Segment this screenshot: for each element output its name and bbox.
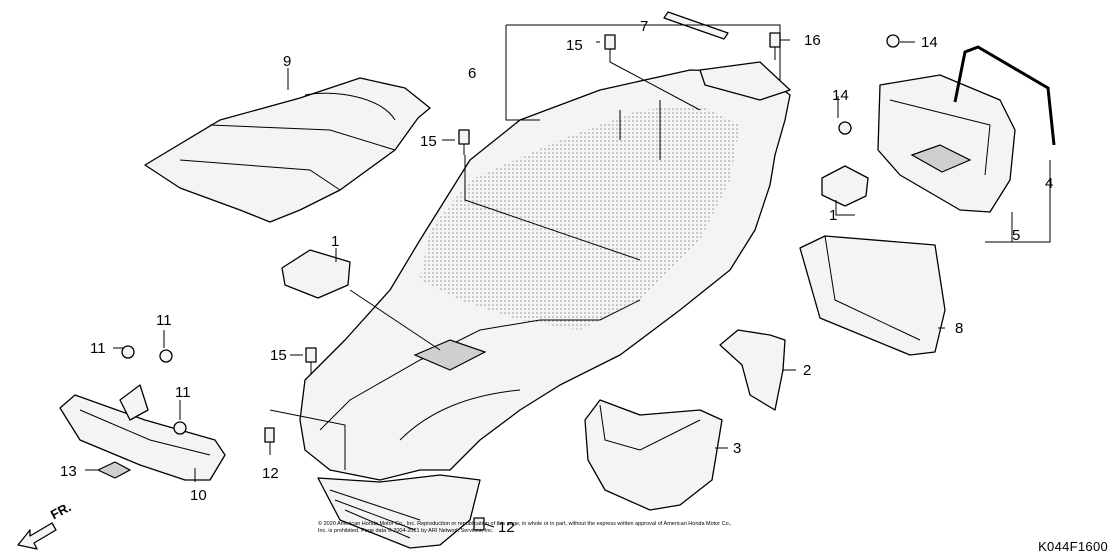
callout-numbers: 9 6 7 15 16 15 1 15 14 14 4 1 5 8 2 3 11… bbox=[60, 18, 1053, 536]
callout-11c: 11 bbox=[175, 384, 191, 401]
part-4-handle[interactable] bbox=[953, 45, 1056, 146]
leader-lines bbox=[85, 24, 1051, 528]
callout-14b: 14 bbox=[832, 87, 849, 104]
callout-6: 6 bbox=[468, 65, 476, 82]
callout-1b: 1 bbox=[829, 207, 837, 224]
part-5-rear-box[interactable] bbox=[877, 74, 1016, 213]
callout-12a: 12 bbox=[262, 465, 279, 482]
bolt-16[interactable] bbox=[769, 32, 781, 60]
callout-13: 13 bbox=[60, 463, 77, 480]
callout-2: 2 bbox=[803, 362, 811, 379]
screw-11-a[interactable] bbox=[121, 345, 135, 359]
callout-8: 8 bbox=[955, 320, 963, 337]
part-6-luggage-box[interactable] bbox=[299, 61, 791, 549]
callout-7: 7 bbox=[640, 18, 648, 35]
bolt-15-c[interactable] bbox=[305, 347, 317, 375]
clip-14-b[interactable] bbox=[838, 121, 852, 135]
callout-10: 10 bbox=[190, 487, 207, 504]
front-direction-arrow-icon bbox=[17, 522, 57, 550]
part-1-lid-center[interactable] bbox=[281, 249, 351, 299]
callout-11b: 11 bbox=[156, 312, 172, 329]
screw-11-c[interactable] bbox=[173, 421, 187, 435]
part-8-tray[interactable] bbox=[799, 235, 946, 356]
callout-12b: 12 bbox=[498, 519, 515, 536]
callout-9: 9 bbox=[283, 53, 291, 70]
part-3-lower-cover[interactable] bbox=[584, 399, 723, 511]
clip-14-a[interactable] bbox=[886, 34, 900, 48]
callout-5: 5 bbox=[1012, 227, 1020, 244]
part-2-bracket[interactable] bbox=[719, 329, 786, 411]
part-13-grommet[interactable] bbox=[96, 461, 132, 479]
copyright-notice: © 2020 American Honda Motor Co., Inc. Re… bbox=[318, 521, 732, 534]
callout-11a: 11 bbox=[90, 340, 106, 357]
callout-4: 4 bbox=[1045, 175, 1053, 192]
bolt-15-b[interactable] bbox=[458, 129, 470, 155]
callout-15a: 15 bbox=[566, 37, 583, 54]
callout-15b: 15 bbox=[420, 133, 437, 150]
screw-11-b[interactable] bbox=[159, 349, 173, 363]
callout-16: 16 bbox=[804, 32, 821, 49]
callout-14a: 14 bbox=[921, 34, 938, 51]
part-10-bracket[interactable] bbox=[59, 384, 226, 481]
clip-12-a[interactable] bbox=[264, 427, 275, 443]
callout-15c: 15 bbox=[270, 347, 287, 364]
part-1-lid-right[interactable] bbox=[821, 165, 869, 207]
callout-3: 3 bbox=[733, 440, 741, 457]
clip-12-b[interactable] bbox=[473, 517, 485, 531]
drawing-code: K044F1600 bbox=[1038, 539, 1108, 554]
bolt-15-a[interactable] bbox=[604, 34, 616, 62]
callout-1a: 1 bbox=[331, 233, 339, 250]
part-9-cover[interactable] bbox=[144, 77, 431, 223]
